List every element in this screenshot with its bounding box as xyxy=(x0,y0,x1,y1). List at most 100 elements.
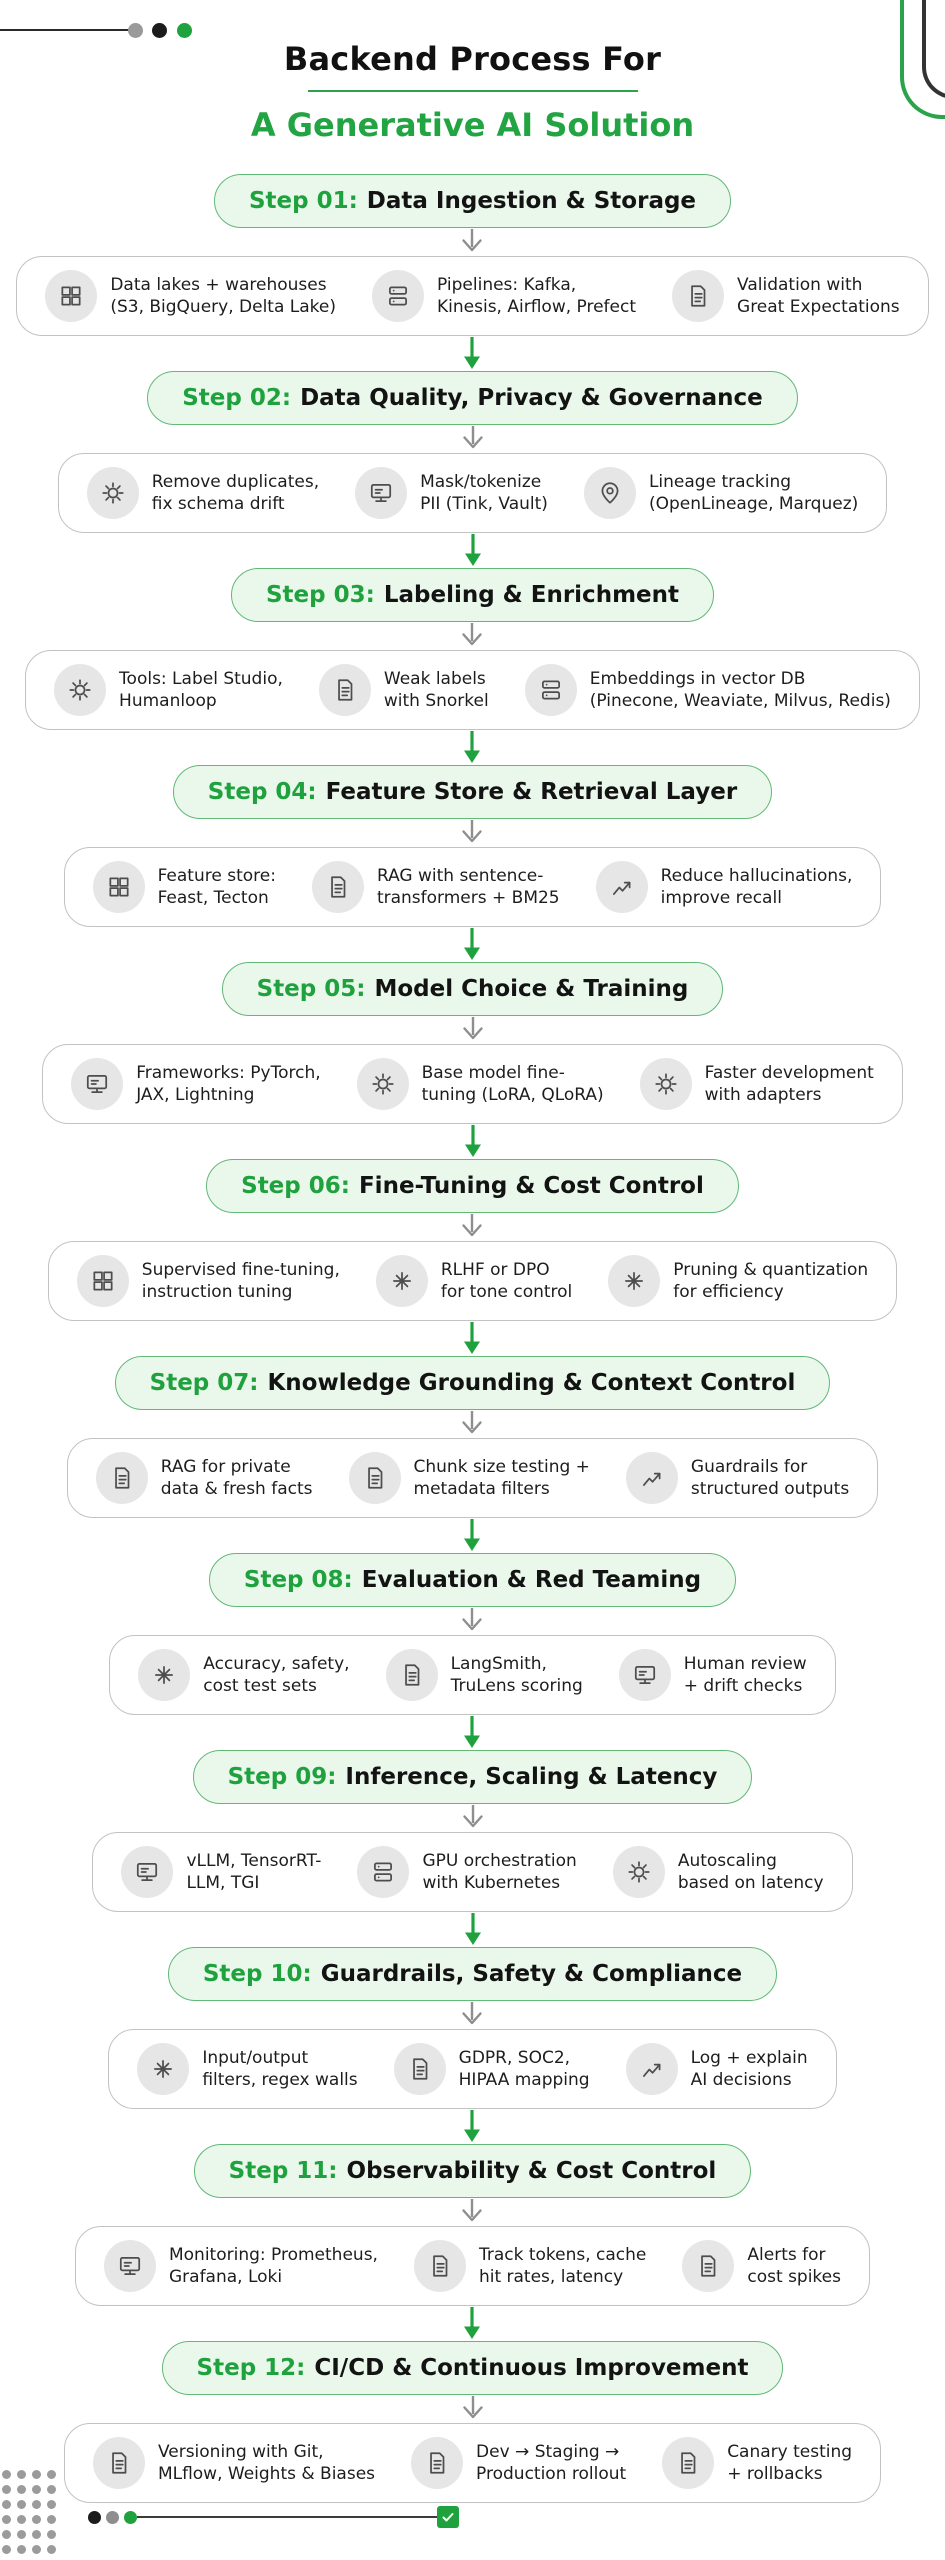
step-block: Step 04:Feature Store & Retrieval Layer … xyxy=(63,765,882,962)
step-block: Step 08:Evaluation & Red Teaming Accurac… xyxy=(109,1553,836,1750)
document-search-icon xyxy=(95,1452,148,1504)
detail-item: Track tokens, cache hit rates, latency xyxy=(413,2240,646,2292)
step-block: Step 10:Guardrails, Safety & Compliance … xyxy=(108,1947,837,2144)
thumbs-up-icon xyxy=(138,1649,191,1701)
green-arrow-icon xyxy=(464,534,481,566)
detail-item-text: Pipelines: Kafka, Kinesis, Airflow, Pref… xyxy=(437,274,637,317)
detail-item: Mask/tokenize PII (Tink, Vault) xyxy=(355,467,548,519)
green-dot-icon xyxy=(177,23,192,38)
step-details-box: Monitoring: Prometheus, Grafana, Loki Tr… xyxy=(74,2226,870,2306)
detail-item-text: Remove duplicates, fix schema drift xyxy=(151,471,320,514)
top-left-line-decoration xyxy=(0,29,133,31)
monitor-icon xyxy=(355,467,408,519)
checklist-pencil-icon xyxy=(385,1649,438,1701)
detail-item-text: Lineage tracking (OpenLineage, Marquez) xyxy=(648,471,859,514)
bottom-line-decoration xyxy=(137,2516,437,2518)
detail-item: Accuracy, safety, cost test sets xyxy=(138,1649,350,1701)
detail-item-text: Mask/tokenize PII (Tink, Vault) xyxy=(420,471,548,514)
gray-arrow-icon xyxy=(462,426,483,449)
step-pill: Step 11:Observability & Cost Control xyxy=(193,2144,752,2198)
green-arrow-icon xyxy=(464,2110,481,2142)
compliance-doc-icon xyxy=(393,2043,446,2095)
detail-item: Chunk size testing + metadata filters xyxy=(348,1452,590,1504)
step-block: Step 05:Model Choice & Training Framewor… xyxy=(42,962,903,1159)
branch-icon xyxy=(625,1452,678,1504)
warehouse-icon xyxy=(45,270,98,322)
step-number-label: Step 06: xyxy=(241,1173,350,1199)
green-arrow-icon xyxy=(464,1913,481,1945)
detail-item: Input/output filters, regex walls xyxy=(137,2043,358,2095)
step-number-label: Step 10: xyxy=(202,1961,312,1987)
step-details-box: Supervised fine-tuning, instruction tuni… xyxy=(47,1241,898,1321)
adapter-icon xyxy=(639,1058,692,1110)
detail-item-text: RAG for private data & fresh facts xyxy=(160,1456,313,1499)
checklist-icon xyxy=(672,270,725,322)
gray-arrow-icon xyxy=(462,1805,483,1828)
step-details-box: Frameworks: PyTorch, JAX, Lightning Base… xyxy=(42,1044,903,1124)
step-number-label: Step 07: xyxy=(149,1370,259,1396)
gray-dot-icon xyxy=(128,23,143,38)
gray-dot-icon xyxy=(106,2510,119,2524)
detail-item-text: Frameworks: PyTorch, JAX, Lightning xyxy=(136,1062,321,1105)
gray-arrow-icon xyxy=(462,1214,483,1237)
header: Backend Process For A Generative AI Solu… xyxy=(0,0,945,144)
gray-arrow-icon xyxy=(462,1608,483,1631)
gray-arrow-icon xyxy=(462,229,483,252)
step-title: Labeling & Enrichment xyxy=(383,582,679,608)
gray-arrow-icon xyxy=(462,820,483,843)
step-details-box: Accuracy, safety, cost test sets LangSmi… xyxy=(109,1635,836,1715)
green-arrow-icon xyxy=(464,337,481,369)
gray-arrow-icon xyxy=(462,2199,483,2222)
detail-item-text: Supervised fine-tuning, instruction tuni… xyxy=(141,1259,340,1302)
step-title: Observability & Cost Control xyxy=(346,2158,717,2184)
detail-item: Faster development with adapters xyxy=(639,1058,874,1110)
detail-item-text: Feature store: Feast, Tecton xyxy=(157,865,276,908)
document-icon xyxy=(348,1452,401,1504)
filter-icon xyxy=(137,2043,190,2095)
code-monitor-icon xyxy=(121,1846,174,1898)
detail-item: LangSmith, TruLens scoring xyxy=(385,1649,583,1701)
step-block: Step 09:Inference, Scaling & Latency vLL… xyxy=(92,1750,853,1947)
step-pill: Step 09:Inference, Scaling & Latency xyxy=(192,1750,753,1804)
detail-item-text: RAG with sentence- transformers + BM25 xyxy=(376,865,560,908)
detail-item: Weak labels with Snorkel xyxy=(318,664,489,716)
gray-arrow-icon xyxy=(462,2396,483,2419)
detail-item: Dev → Staging → Production rollout xyxy=(411,2437,626,2489)
step-title: Model Choice & Training xyxy=(374,976,689,1002)
step-pill: Step 06:Fine-Tuning & Cost Control xyxy=(206,1159,739,1213)
detail-item: Canary testing + rollbacks xyxy=(662,2437,852,2489)
green-dot-icon xyxy=(124,2510,137,2524)
step-number-label: Step 04: xyxy=(207,779,317,805)
detail-item: Frameworks: PyTorch, JAX, Lightning xyxy=(71,1058,321,1110)
detail-item: RLHF or DPO for tone control xyxy=(375,1255,572,1307)
detail-item: GPU orchestration with Kubernetes xyxy=(357,1846,577,1898)
green-arrow-icon xyxy=(464,731,481,763)
detail-item-text: Pruning & quantization for efficiency xyxy=(673,1259,869,1302)
card-icon xyxy=(318,664,371,716)
step-number-label: Step 03: xyxy=(265,582,375,608)
detail-item-text: Chunk size testing + metadata filters xyxy=(413,1456,590,1499)
step-number-label: Step 09: xyxy=(227,1764,337,1790)
detail-item: Log + explain AI decisions xyxy=(625,2043,808,2095)
network-person-icon xyxy=(608,1255,661,1307)
detail-item-text: Human review + drift checks xyxy=(683,1653,807,1696)
step-pill: Step 12:CI/CD & Continuous Improvement xyxy=(161,2341,784,2395)
detail-item: Remove duplicates, fix schema drift xyxy=(86,467,320,519)
detail-item-text: Log + explain AI decisions xyxy=(690,2047,808,2090)
step-pill: Step 01:Data Ingestion & Storage xyxy=(213,174,732,228)
step-details-box: RAG for private data & fresh facts Chunk… xyxy=(66,1438,879,1518)
browser-icon xyxy=(618,1649,671,1701)
step-details-box: Input/output filters, regex walls GDPR, … xyxy=(108,2029,837,2109)
step-title: CI/CD & Continuous Improvement xyxy=(314,2355,749,2381)
board-icon xyxy=(71,1058,124,1110)
detail-item: GDPR, SOC2, HIPAA mapping xyxy=(393,2043,590,2095)
detail-item-text: Data lakes + warehouses (S3, BigQuery, D… xyxy=(110,274,337,317)
step-pill: Step 05:Model Choice & Training xyxy=(221,962,724,1016)
detail-item-text: GDPR, SOC2, HIPAA mapping xyxy=(458,2047,590,2090)
database-icon xyxy=(524,664,577,716)
detail-item: Human review + drift checks xyxy=(618,1649,807,1701)
cabinet-icon xyxy=(76,1255,129,1307)
page-subtitle: A Generative AI Solution xyxy=(250,106,695,144)
step-title: Feature Store & Retrieval Layer xyxy=(325,779,738,805)
